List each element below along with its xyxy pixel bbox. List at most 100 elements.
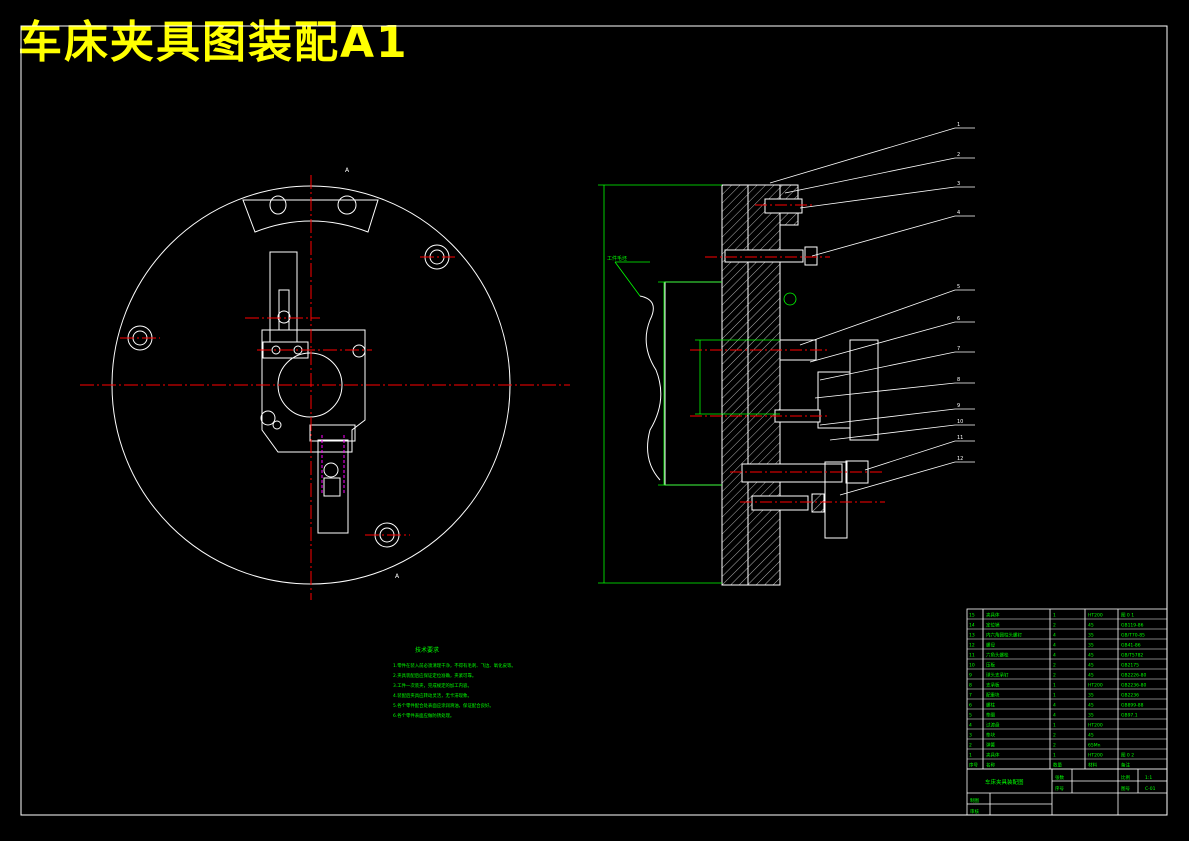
bom-cell: 45 [1088,673,1094,679]
bom-cell: HT200 [1088,613,1103,619]
bom-cell: GB2236-80 [1121,683,1147,689]
bom-cell: 2 [969,743,972,749]
leader-label: 9 [957,403,960,409]
bom-cell: 35 [1088,633,1094,639]
fixture-body [747,184,781,586]
bom-cell: 13 [969,633,975,639]
section-centerlines [690,204,885,503]
bom-cell: GB2226-80 [1121,673,1147,679]
bom-cell: 球头支承钉 [986,672,1009,679]
bom-cell: GB97.1 [1121,713,1138,719]
lower-clamp [309,424,356,442]
bom-cell: 45 [1088,663,1094,669]
bom-mid-label: 序号 [1055,785,1064,792]
section-label: A [345,167,350,174]
bom-cell: 弹簧 [986,742,995,749]
bom-cell: 45 [1088,653,1094,659]
scale-value: 1:1 [1145,775,1152,781]
bom-cell: GB899-88 [1121,703,1144,709]
tech-line: 4.装配后夹具应转动灵活，无卡滞现象。 [393,692,472,699]
bom-cell: 12 [969,643,975,649]
bom-cell: GB/T5782 [1121,653,1143,659]
tech-line: 2.夹具装配后应保证定位准确，夹紧可靠。 [393,672,476,679]
leader-label: 10 [957,419,963,425]
tech-line: 6.各个零件表面应做防锈处理。 [393,712,454,719]
bom-cell: HT200 [1088,723,1103,729]
scale-label: 比例 [1121,774,1130,781]
bom-cell: HT200 [1088,683,1103,689]
bom-title: 车床夹具装配图 [985,778,1024,786]
bom-cell: 4 [1053,703,1056,709]
leader-label: 3 [957,181,960,187]
center-block [261,329,366,453]
bom-cell: 1 [1053,723,1056,729]
bom-cell: 内六角圆柱头螺钉 [986,632,1022,639]
side-note: 工件毛坯 [607,255,627,262]
bom-cell: 8 [969,683,972,689]
bom-cell: HT200 [1088,753,1103,759]
bom-cell: 14 [969,623,975,629]
drawing-no-value: C-01 [1145,786,1156,792]
bom-header-cell: 材料 [1088,762,1097,769]
bom-cell: 六角头螺栓 [986,652,1009,659]
tech-line: 3.工件一次装夹，完成规定的加工内容。 [393,682,472,689]
leader-lines [769,127,975,496]
bom-cell: 垫圈 [986,712,995,719]
bom-left-label: 审核 [970,808,979,815]
bom-cell: 夹具体 [986,612,1000,619]
hidden-lines [321,435,345,495]
bom-cell: 垫块 [986,732,995,739]
bom-cell: 1 [1053,683,1056,689]
bom-cell: 4 [1053,653,1056,659]
centerlines [80,175,570,600]
bom-cell: GB2175 [1121,663,1139,669]
section-view [721,184,879,586]
bom-cell: 2 [1053,733,1056,739]
bom-cell: 支承板 [986,682,1000,689]
bom-cell: 35 [1088,713,1094,719]
bom-cell: 螺母 [986,642,995,649]
leader-label: 5 [957,284,960,290]
section-label: A [395,573,400,580]
bom-cell: 9 [969,673,972,679]
drawing-no-label: 图号 [1121,786,1130,792]
bom-cell: 65Mn [1088,743,1101,749]
bom-cell: 1 [1053,753,1056,759]
leader-label: 1 [957,122,960,128]
bom-cell: 45 [1088,703,1094,709]
bom-cell: 1 [1053,613,1056,619]
technical-requirements: 技术要求 1.零件在装入前必须清理干净，不得有毛刺、飞边、氧化皮等。 2.夹具装… [393,646,516,719]
bom-cell: 夹具体 [986,752,1000,759]
bom-cell: 2 [1053,623,1056,629]
drawing-frame [20,25,1168,816]
bom-cell: 图 0 2 [1121,753,1134,759]
leader-label: 11 [957,435,963,441]
bom-cell: 10 [969,663,975,669]
bom-cell: 压板 [986,662,995,669]
bom-cell: GB41-86 [1121,643,1141,649]
workpiece [639,281,722,486]
tech-line: 5.各个零件配合处表面应涂润滑油，保证配合良好。 [393,702,494,709]
bom-cell: 35 [1088,693,1094,699]
leader-label: 8 [957,377,960,383]
bom-cell: 4 [1053,713,1056,719]
bom-cell: 4 [1053,633,1056,639]
bom-header-cell: 名称 [986,762,995,769]
bom-header-cell: 序号 [969,762,978,769]
bom-cell: 2 [1053,663,1056,669]
bom-cell: 7 [969,693,972,699]
bom-cell: 2 [1053,743,1056,749]
bom-cell: 6 [969,703,972,709]
upper-clamp [269,251,298,343]
bom-cell: 图 0 1 [1121,613,1134,619]
bom-cell: 45 [1088,623,1094,629]
leader-numbers: 1 2 3 4 5 6 7 8 9 10 11 12 [957,122,963,462]
transition-plate [721,184,749,586]
bom-cell: 螺柱 [986,702,995,709]
bom-cell: 15 [969,613,975,619]
dimension-lines [598,184,797,584]
bom-cell: 1 [969,753,972,759]
top-slot-segment [242,199,379,233]
